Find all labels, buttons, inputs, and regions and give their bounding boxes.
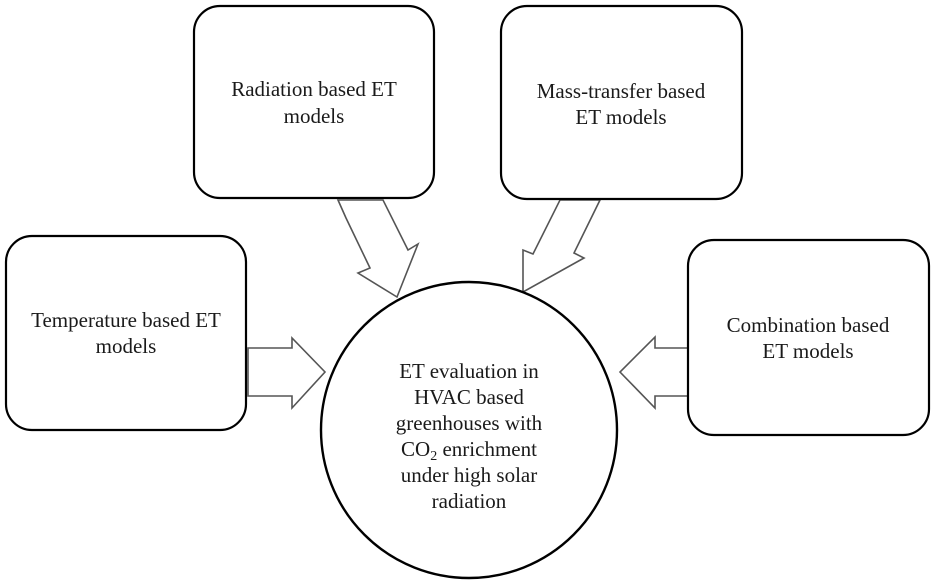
mass-transfer-box-line1: Mass-transfer based [537,79,706,103]
radiation-models-box: Radiation based ET models [192,4,436,200]
et-evaluation-circle: ET evaluation in HVAC based greenhouses … [319,280,619,580]
temperature-models-box: Temperature based ET models [4,234,248,432]
mass-transfer-models-box: Mass-transfer based ET models [499,4,744,201]
arrow-radiation-to-center [336,199,420,299]
combination-box-line1: Combination based [727,313,890,337]
temperature-box-line1: Temperature based ET [31,308,221,332]
center-line6: radiation [432,489,507,513]
mass-transfer-box-line2: ET models [575,105,666,129]
co2-subscript: 2 [430,449,437,464]
combination-box-line2: ET models [762,339,853,363]
center-line4: CO2 enrichment [401,437,537,464]
center-line5: under high solar [401,463,537,487]
center-line1: ET evaluation in [399,359,539,383]
radiation-box-line1: Radiation based ET [231,77,397,101]
center-line3: greenhouses with [396,411,543,435]
temperature-box-line2: models [96,334,157,358]
arrow-temperature-to-center [247,336,327,411]
radiation-box-line2: models [284,104,345,128]
arrow-combination-to-center [618,335,689,410]
combination-models-box: Combination based ET models [686,238,931,437]
co2-main: CO [401,437,430,461]
co2-rest: enrichment [437,437,537,461]
center-line2: HVAC based [414,385,524,409]
arrow-mass-transfer-to-center [522,199,602,294]
